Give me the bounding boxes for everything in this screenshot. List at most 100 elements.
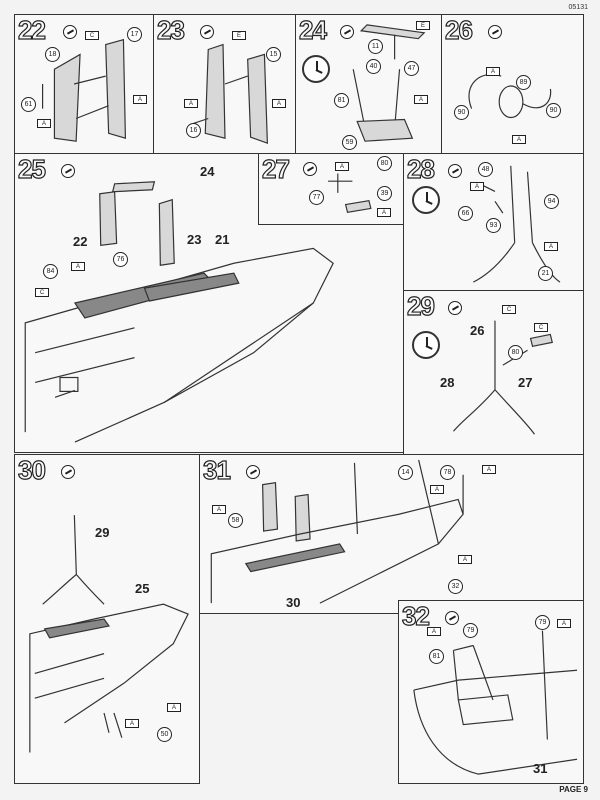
assembly-drawing (352, 24, 426, 142)
part-label: 27 (518, 375, 533, 390)
step-number: 24 (298, 15, 327, 45)
ship-deck-drawing (210, 459, 464, 604)
part-callout: 61 (21, 97, 36, 112)
flag-marker: C (502, 305, 516, 314)
part-label: 26 (470, 323, 485, 338)
part-callout: 80 (377, 156, 392, 171)
assembly-drawing (473, 165, 561, 283)
flag-marker: A (486, 67, 500, 76)
step-number: 31 (202, 455, 231, 485)
part-callout: 76 (113, 252, 128, 267)
step-number: 26 (444, 15, 473, 45)
step-number: 23 (156, 15, 185, 45)
drying-time-clock-icon (412, 186, 440, 214)
part-callout: 78 (440, 465, 455, 480)
part-label: 31 (533, 761, 548, 776)
part-callout: 81 (334, 93, 349, 108)
glue-icon (340, 25, 354, 39)
step-28-panel: 28 48 66 93 94 21 A A (403, 153, 584, 291)
part-label: 30 (286, 595, 301, 610)
part-callout: 59 (342, 135, 357, 150)
step-26-panel: 26 89 90 90 A A (441, 14, 584, 154)
flag-marker: A (430, 485, 444, 494)
part-label: 24 (200, 164, 215, 179)
part-callout: 93 (486, 218, 501, 233)
glue-icon (63, 25, 77, 39)
part-callout: 58 (228, 513, 243, 528)
part-label: 28 (440, 375, 455, 390)
part-callout: 80 (508, 345, 523, 360)
part-callout: 18 (45, 47, 60, 62)
step-24-panel: 24 11 40 47 81 59 E A (295, 14, 442, 154)
flag-marker: A (377, 208, 391, 217)
assembly-drawing (453, 320, 554, 435)
flag-marker: A (184, 99, 198, 108)
part-callout: 66 (458, 206, 473, 221)
step-27-panel: 27 80 77 39 A A (258, 153, 404, 225)
part-callout: 32 (448, 579, 463, 594)
flag-marker: A (512, 135, 526, 144)
flag-marker: C (85, 31, 99, 40)
document-code: 05131 (568, 4, 588, 11)
glue-icon (448, 164, 462, 178)
glue-icon (448, 301, 462, 315)
step-29-panel: 29 26 28 27 80 C C (403, 290, 584, 455)
part-callout: 47 (404, 61, 419, 76)
part-callout: 79 (463, 623, 478, 638)
flag-marker: A (557, 619, 571, 628)
part-label: 21 (215, 232, 230, 247)
assembly-drawing (468, 74, 552, 119)
glue-icon (61, 465, 75, 479)
flag-marker: A (458, 555, 472, 564)
step-22-panel: 22 17 18 61 C A A (14, 14, 154, 154)
part-callout: 39 (377, 186, 392, 201)
page-number: PAGE 9 (559, 785, 588, 794)
flag-marker: A (125, 719, 139, 728)
flag-marker: A (470, 182, 484, 191)
flag-marker: E (232, 31, 246, 40)
step-number: 22 (17, 15, 46, 45)
part-callout: 48 (478, 162, 493, 177)
glue-icon (445, 611, 459, 625)
part-callout: 94 (544, 194, 559, 209)
part-label: 22 (73, 234, 88, 249)
flag-marker: A (167, 703, 181, 712)
flag-marker: C (534, 323, 548, 332)
part-callout: 84 (43, 264, 58, 279)
part-callout: 16 (186, 123, 201, 138)
part-label: 25 (135, 581, 150, 596)
flag-marker: A (37, 119, 51, 128)
part-callout: 50 (157, 727, 172, 742)
flag-marker: A (133, 95, 147, 104)
step-31-panel: 31 30 58 14 78 32 A A A A (199, 454, 584, 614)
flag-marker: A (272, 99, 286, 108)
step-23-panel: 23 15 16 E A A (153, 14, 296, 154)
part-callout: 17 (127, 27, 142, 42)
part-callout: 15 (266, 47, 281, 62)
part-label: 29 (95, 525, 110, 540)
part-callout: 89 (516, 75, 531, 90)
step-32-panel: 32 31 79 81 79 A A (398, 600, 584, 784)
step-number: 30 (17, 455, 46, 485)
assembly-drawing (193, 43, 268, 144)
part-callout: 40 (366, 59, 381, 74)
assembly-drawing (42, 38, 127, 142)
part-callout: 77 (309, 190, 324, 205)
part-callout: 81 (429, 649, 444, 664)
part-callout: 11 (368, 39, 383, 54)
step-number: 28 (406, 154, 435, 184)
drying-time-clock-icon (302, 55, 330, 83)
assembly-drawing (328, 173, 372, 213)
flag-marker: A (212, 505, 226, 514)
part-callout: 21 (538, 266, 553, 281)
flag-marker: A (427, 627, 441, 636)
step-30-panel: 30 29 25 50 A A (14, 454, 200, 784)
flag-marker: E (416, 21, 430, 30)
part-callout: 79 (535, 615, 550, 630)
step-number: 27 (261, 154, 290, 184)
step-number: 25 (17, 154, 46, 184)
glue-icon (246, 465, 260, 479)
flag-marker: A (71, 262, 85, 271)
part-callout: 90 (546, 103, 561, 118)
part-callout: 14 (398, 465, 413, 480)
